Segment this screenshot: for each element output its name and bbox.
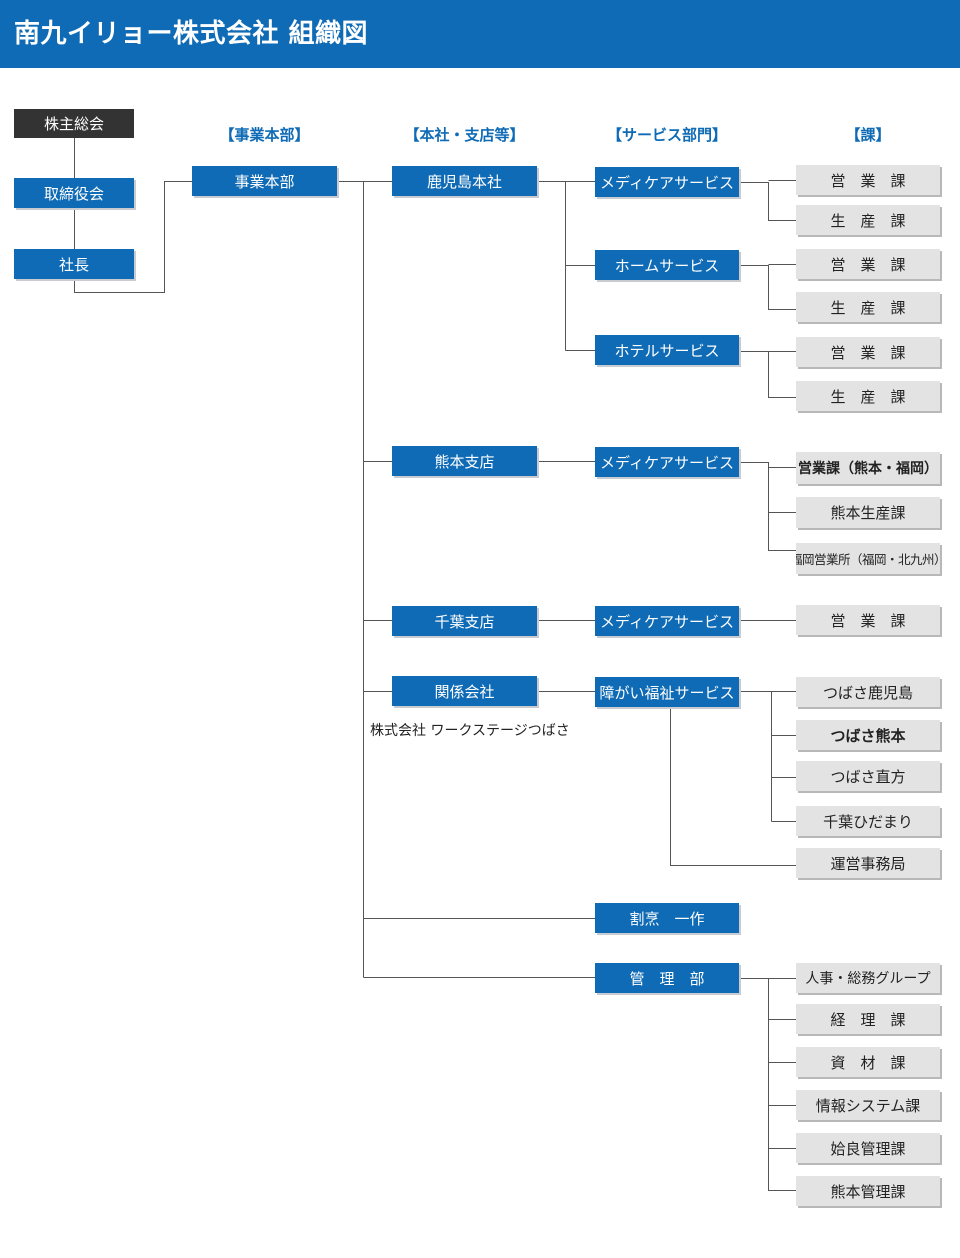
service-medicare-chiba-box: メディケアサービス	[595, 606, 739, 636]
section-box: 姶良管理課	[796, 1133, 940, 1163]
connector-line	[739, 351, 796, 398]
section-box: 運営事務局	[796, 848, 940, 878]
header-bar: 南九イリョー株式会社 組織図	[0, 0, 960, 68]
connector-line	[739, 265, 796, 310]
section-box: 営 業 課	[796, 337, 940, 367]
office-chiba-box: 千葉支店	[392, 606, 537, 636]
connector-line	[739, 182, 796, 221]
connector-line	[74, 181, 192, 293]
heading-service: 【サービス部門】	[606, 126, 727, 144]
section-box: 経 理 課	[796, 1004, 940, 1034]
office-affiliate-box: 関係会社	[392, 676, 537, 706]
division-box: 事業本部	[192, 166, 337, 196]
section-box: 営 業 課	[796, 605, 940, 635]
section-box: 営業課（熊本・福岡）	[796, 452, 940, 484]
section-box: つばさ熊本	[796, 720, 940, 750]
board-box: 取締役会	[14, 178, 134, 208]
section-box: 資 材 課	[796, 1047, 940, 1077]
connector-line	[739, 978, 796, 1191]
section-box: 生 産 課	[796, 381, 940, 411]
service-hotel-box: ホテルサービス	[595, 335, 739, 365]
section-box: つばさ直方	[796, 761, 940, 791]
section-box: 人事・総務グループ	[796, 963, 940, 993]
section-box: 熊本生産課	[796, 497, 940, 528]
service-kappo-box: 割烹 一作	[595, 903, 739, 933]
service-welfare-box: 障がい福祉サービス	[595, 677, 739, 707]
office-kagoshima-box: 鹿児島本社	[392, 166, 537, 196]
section-box: 生 産 課	[796, 205, 940, 235]
section-box: 福岡営業所（福岡・北九州）	[796, 543, 940, 574]
section-box: 熊本管理課	[796, 1176, 940, 1206]
connector-line	[739, 462, 796, 551]
section-box: 千葉ひだまり	[796, 806, 940, 836]
service-management-box: 管 理 部	[595, 963, 739, 993]
section-box: 営 業 課	[796, 249, 940, 279]
service-home-box: ホームサービス	[595, 250, 739, 280]
section-box: 営 業 課	[796, 165, 940, 195]
heading-section: 【課】	[845, 126, 891, 144]
service-medicare-kumamoto-box: メディケアサービス	[595, 447, 739, 477]
section-box: 生 産 課	[796, 292, 940, 322]
shareholders-box: 株主総会	[14, 109, 134, 138]
president-box: 社長	[14, 249, 134, 279]
office-kumamoto-box: 熊本支店	[392, 446, 537, 476]
section-box: 情報システム課	[796, 1090, 940, 1120]
page-title: 南九イリョー株式会社 組織図	[14, 19, 369, 49]
heading-office: 【本社・支店等】	[404, 126, 525, 144]
service-medicare-kagoshima-box: メディケアサービス	[595, 167, 739, 197]
connector-line	[670, 707, 796, 866]
affiliate-note: 株式会社 ワークステージつばさ	[370, 723, 570, 739]
section-box: つばさ鹿児島	[796, 677, 940, 707]
heading-division: 【事業本部】	[219, 126, 310, 144]
